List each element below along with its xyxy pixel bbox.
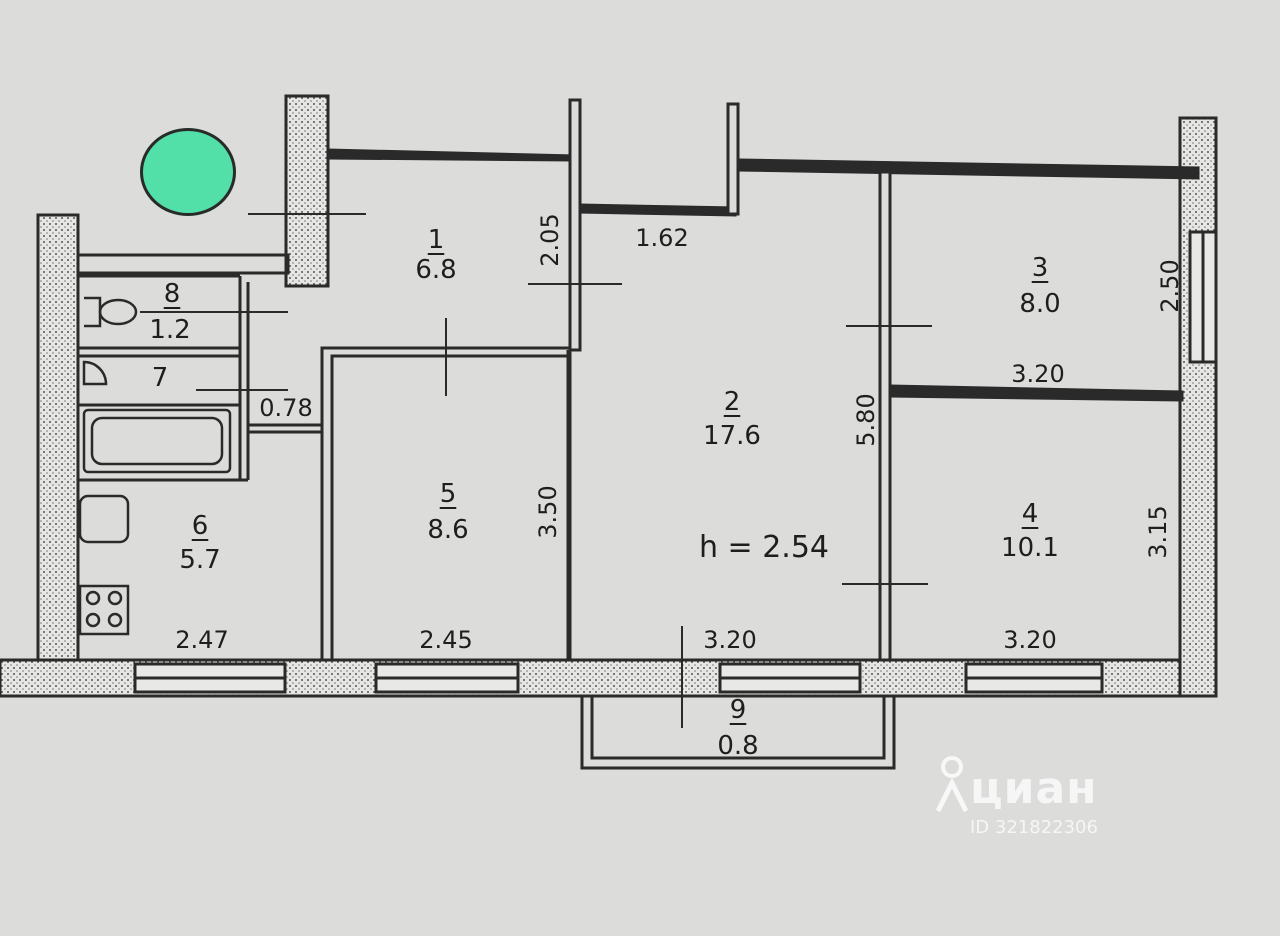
highlight-marker	[140, 128, 236, 216]
dim-3-20-room4: 3.20	[1003, 626, 1057, 654]
bathtub	[82, 408, 232, 474]
dim-2-47: 2.47	[175, 626, 229, 654]
room-4-number: 4	[1021, 499, 1039, 529]
dim-5-80: 5.80	[852, 393, 880, 447]
room-3-number: 3	[1031, 253, 1049, 283]
dim-2-50: 2.50	[1156, 259, 1184, 313]
walls	[0, 94, 1218, 770]
room-2-area: 17.6	[703, 421, 761, 451]
room-6-area: 5.7	[179, 545, 221, 575]
dim-0-78: 0.78	[259, 394, 313, 422]
ceiling-height: h = 2.54	[698, 530, 830, 565]
left-exterior-wall	[36, 213, 80, 677]
room-8-number: 8	[163, 279, 181, 309]
room-6-number: 6	[191, 511, 209, 541]
ventilation-shaft	[284, 94, 330, 288]
dim-1-62: 1.62	[635, 224, 689, 252]
room-2-number: 2	[723, 387, 741, 417]
dim-3-20-room2: 3.20	[703, 626, 757, 654]
fixtures	[78, 296, 232, 636]
room-8-area: 1.2	[149, 315, 191, 345]
room-9-area: 0.8	[717, 731, 759, 761]
dim-2-45: 2.45	[419, 626, 473, 654]
right-exterior-wall	[1178, 116, 1218, 698]
room-1-area: 6.8	[415, 255, 457, 285]
stove	[78, 584, 130, 636]
dim-3-15: 3.15	[1144, 505, 1172, 559]
bottom-windows	[133, 662, 1104, 694]
room-5-number: 5	[439, 479, 457, 509]
room-4-area: 10.1	[1001, 533, 1059, 563]
room-5-area: 8.6	[427, 515, 469, 545]
room-9-number: 9	[729, 695, 747, 725]
dim-2-05: 2.05	[536, 213, 564, 267]
sink	[82, 360, 108, 386]
dim-3-50: 3.50	[534, 485, 562, 539]
dim-3-20-room3: 3.20	[1011, 360, 1065, 388]
kitchen-sink	[78, 494, 130, 544]
room-1-number: 1	[427, 225, 445, 255]
room-3-area: 8.0	[1019, 289, 1061, 319]
door-marks	[140, 213, 932, 728]
room-7-number: 7	[151, 363, 169, 393]
